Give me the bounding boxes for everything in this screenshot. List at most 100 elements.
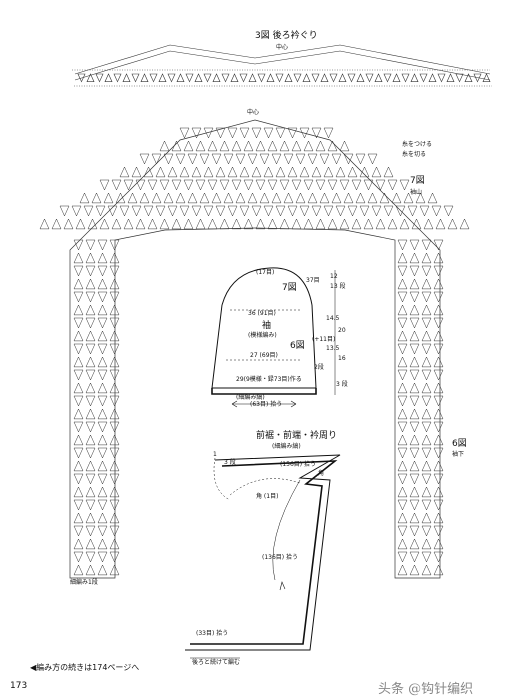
crochet-motif: [409, 486, 420, 498]
crochet-motif: [311, 205, 322, 217]
crochet-motif: [409, 343, 420, 355]
crochet-motif: [85, 460, 96, 472]
crochet-motif: [397, 538, 408, 550]
crochet-motif: [271, 192, 282, 204]
crochet-motif: [77, 73, 86, 83]
schem-r135: 13.5: [326, 345, 340, 352]
crochet-motif: [435, 218, 446, 230]
crochet-motif: [163, 153, 174, 165]
crochet-motif: [149, 73, 158, 83]
crochet-motif: [85, 447, 96, 459]
crochet-motif: [179, 166, 190, 178]
crochet-motif: [263, 166, 274, 178]
schem-r13: 13 段: [330, 283, 346, 290]
crochet-motif: [187, 153, 198, 165]
crochet-motif: [97, 252, 108, 264]
crochet-motif: [158, 73, 167, 82]
crochet-motif: [338, 73, 347, 82]
crochet-motif: [171, 179, 182, 191]
crochet-motif: [219, 179, 230, 191]
crochet-motif: [95, 73, 104, 83]
legend-cut-yarn: 糸を切る: [402, 151, 427, 158]
crochet-motif: [119, 205, 130, 217]
crochet-motif: [339, 179, 350, 191]
front-corner: 角 (1目): [256, 493, 279, 500]
crochet-motif: [97, 291, 108, 303]
crochet-motif: [409, 291, 420, 303]
crochet-motif: [302, 73, 311, 82]
front-corner2: 角: [318, 470, 325, 477]
crochet-motif: [415, 192, 426, 204]
crochet-motif: [421, 382, 432, 394]
page-number: 173: [10, 681, 28, 691]
crochet-motif: [115, 192, 126, 204]
collar-center-label: 中心: [276, 44, 289, 51]
crochet-motif: [113, 73, 122, 83]
crochet-motif: [419, 73, 428, 83]
crochet-motif: [97, 278, 108, 290]
crochet-motif: [147, 218, 158, 230]
crochet-motif: [459, 218, 470, 230]
crochet-motif: [85, 356, 96, 368]
crochet-motif: [251, 127, 262, 139]
crochet-motif: [73, 330, 84, 342]
crochet-motif: [409, 421, 420, 433]
crochet-motif: [85, 239, 96, 251]
crochet-motif: [119, 166, 130, 178]
crochet-motif: [163, 192, 174, 204]
crochet-motif: [63, 218, 74, 230]
crochet-motif: [73, 447, 84, 459]
crochet-motif: [219, 140, 230, 152]
crochet-motif: [239, 166, 250, 178]
crochet-motif: [135, 179, 146, 191]
crochet-motif: [239, 73, 248, 83]
crochet-motif: [433, 512, 444, 524]
crochet-motif: [104, 73, 113, 82]
crochet-motif: [109, 291, 120, 303]
crochet-motif: [59, 205, 70, 217]
crochet-motif: [433, 395, 444, 407]
crochet-motif: [85, 278, 96, 290]
crochet-motif: [397, 395, 408, 407]
crochet-motif: [293, 73, 302, 83]
crochet-motif: [397, 486, 408, 498]
crochet-motif: [409, 473, 420, 485]
crochet-motif: [203, 166, 214, 178]
crochet-motif: [303, 179, 314, 191]
crochet-motif: [379, 192, 390, 204]
crochet-motif: [433, 434, 444, 446]
crochet-motif: [409, 239, 420, 251]
crochet-motif: [73, 421, 84, 433]
crochet-motif: [85, 265, 96, 277]
crochet-motif: [355, 192, 366, 204]
crochet-motif: [397, 473, 408, 485]
front-33: (33目) 拾う: [196, 630, 229, 637]
crochet-motif: [151, 153, 162, 165]
crochet-motif: [159, 140, 170, 152]
crochet-motif: [433, 330, 444, 342]
crochet-motif: [375, 179, 386, 191]
crochet-motif: [97, 512, 108, 524]
crochet-motif: [287, 205, 298, 217]
crochet-motif: [109, 239, 120, 251]
watermark: 头条 @钩针编织: [378, 682, 474, 697]
crochet-motif: [437, 73, 446, 83]
crochet-motif: [351, 218, 362, 230]
crochet-motif: [473, 73, 482, 83]
crochet-motif: [446, 73, 455, 82]
crochet-motif: [73, 265, 84, 277]
crochet-motif: [421, 512, 432, 524]
crochet-motif: [97, 317, 108, 329]
crochet-motif: [267, 140, 278, 152]
crochet-motif: [409, 460, 420, 472]
crochet-motif: [175, 192, 186, 204]
crochet-motif: [427, 192, 438, 204]
crochet-motif: [167, 205, 178, 217]
crochet-motif: [397, 317, 408, 329]
crochet-motif: [97, 239, 108, 251]
crochet-motif: [421, 239, 432, 251]
crochet-motif: [203, 127, 214, 139]
crochet-motif: [183, 140, 194, 152]
crochet-motif: [97, 434, 108, 446]
crochet-motif: [433, 421, 444, 433]
